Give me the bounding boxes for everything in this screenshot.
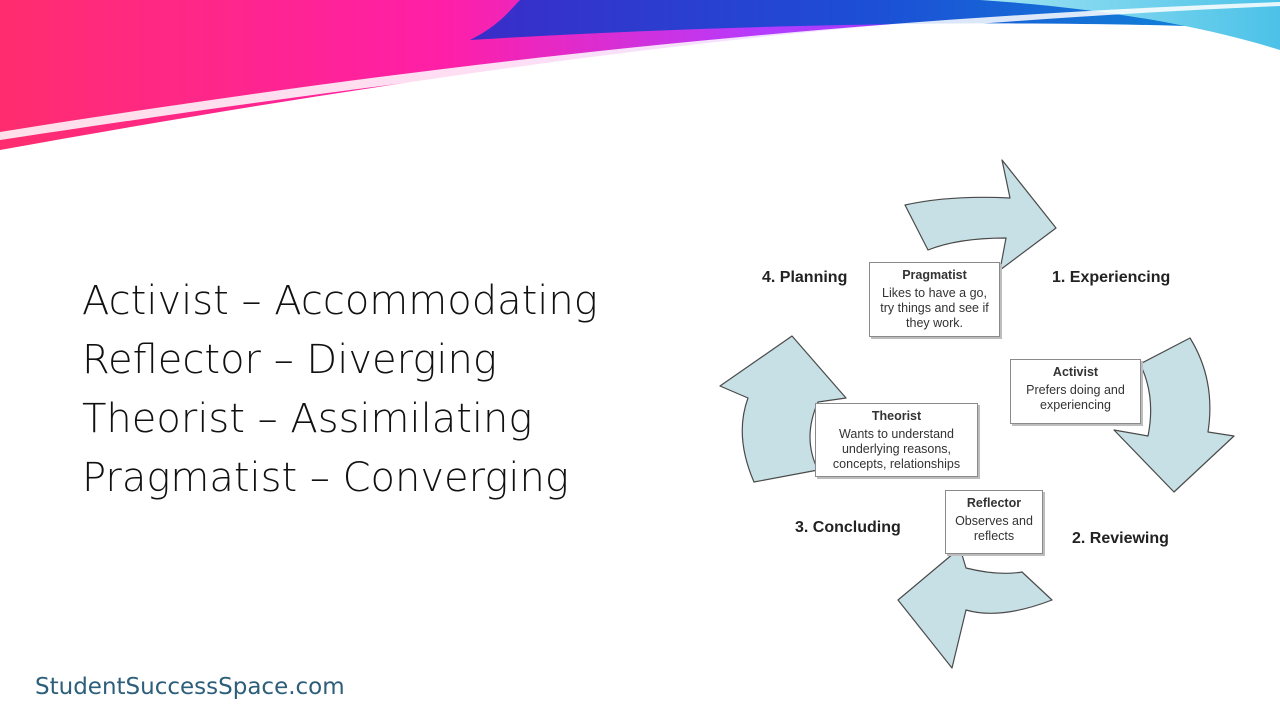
stage-experiencing: 1. Experiencing bbox=[1052, 269, 1171, 286]
mapping-activist: Activist – Accommodating bbox=[82, 278, 598, 324]
arrow-right bbox=[1113, 337, 1235, 493]
banner-blue-band bbox=[470, 0, 1280, 40]
stage-reviewing: 2. Reviewing bbox=[1072, 530, 1169, 547]
activist-desc: Prefers doing and experiencing bbox=[1026, 383, 1125, 412]
banner-pink-band bbox=[0, 0, 1280, 150]
style-mapping-list: Activist – Accommodating Reflector – Div… bbox=[82, 272, 598, 508]
stage-concluding: 3. Concluding bbox=[795, 519, 901, 536]
cycle-arrows bbox=[719, 159, 1235, 669]
mapping-reflector: Reflector – Diverging bbox=[82, 337, 497, 383]
mapping-pragmatist: Pragmatist – Converging bbox=[82, 455, 569, 501]
reflector-desc: Observes and reflects bbox=[955, 514, 1033, 543]
header-banner bbox=[0, 0, 1280, 150]
style-box-theorist: Theorist Wants to understand underlying … bbox=[815, 403, 978, 477]
arrow-left bbox=[719, 335, 847, 483]
arrow-top bbox=[904, 159, 1057, 271]
learning-cycle-diagram: 4. Planning 1. Experiencing 2. Reviewing… bbox=[700, 150, 1260, 690]
theorist-desc: Wants to understand underlying reasons, … bbox=[832, 427, 961, 471]
footer-website: StudentSuccessSpace.com bbox=[35, 674, 345, 700]
theorist-title: Theorist bbox=[871, 409, 922, 423]
style-box-reflector: Reflector Observes and reflects bbox=[945, 490, 1043, 554]
activist-title: Activist bbox=[1052, 365, 1099, 379]
stage-planning: 4. Planning bbox=[762, 269, 848, 286]
style-box-activist: Activist Prefers doing and experiencing bbox=[1010, 359, 1141, 424]
style-box-pragmatist: Pragmatist Likes to have a go, try thing… bbox=[869, 262, 1000, 337]
banner-cyan-band bbox=[980, 0, 1280, 50]
arrow-bottom bbox=[897, 547, 1053, 669]
pragmatist-desc: Likes to have a go, try things and see i… bbox=[880, 286, 989, 330]
mapping-theorist: Theorist – Assimilating bbox=[82, 396, 533, 442]
pragmatist-title: Pragmatist bbox=[902, 268, 967, 282]
reflector-title: Reflector bbox=[966, 496, 1022, 510]
